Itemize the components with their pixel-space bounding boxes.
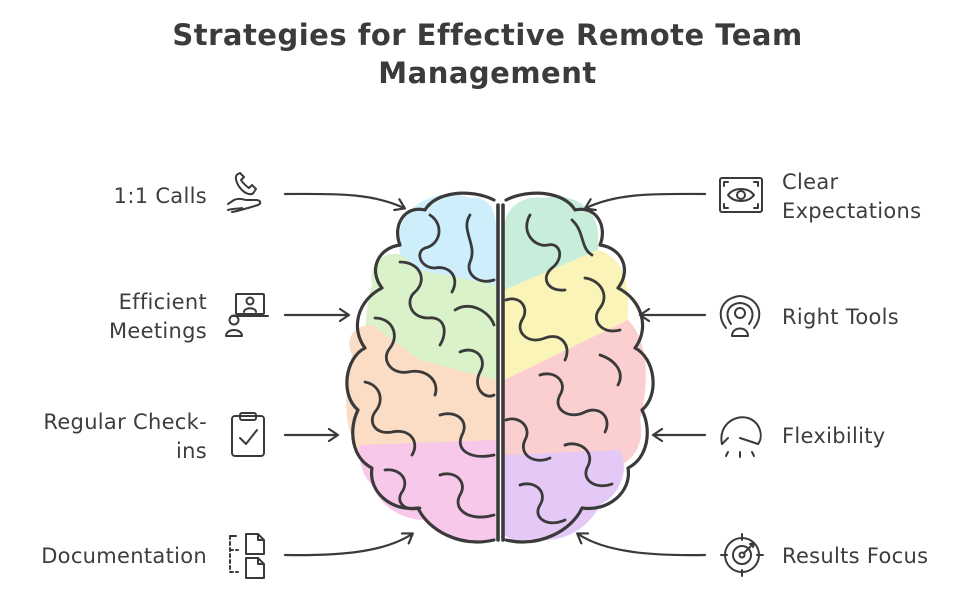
target-icon bbox=[720, 533, 764, 577]
title-line-1: Strategies for Effective Remote Team bbox=[172, 18, 803, 52]
documents-icon bbox=[229, 533, 265, 579]
broadcast-user-icon bbox=[719, 295, 761, 337]
page-title: Strategies for Effective Remote Team Man… bbox=[0, 16, 975, 92]
arrow-documentation bbox=[283, 534, 412, 557]
label-right-tools: Right Tools bbox=[782, 303, 899, 332]
region-purple bbox=[504, 450, 624, 543]
label-efficient-meetings: Efficient Meetings bbox=[109, 288, 207, 346]
title-line-2: Management bbox=[378, 56, 597, 90]
region-orange bbox=[346, 325, 496, 455]
label-text: Results Focus bbox=[782, 544, 929, 568]
label-text: Efficient bbox=[118, 290, 207, 314]
phone-hand-icon bbox=[227, 172, 262, 213]
arrows bbox=[283, 192, 707, 557]
arrow-clear-expectations bbox=[586, 192, 707, 208]
label-text: Clear bbox=[782, 170, 839, 194]
label-results-focus: Results Focus bbox=[782, 542, 928, 571]
region-pink bbox=[359, 440, 496, 544]
video-meeting-icon bbox=[225, 293, 269, 337]
label-clear-expectations: Clear Expectations bbox=[782, 168, 921, 226]
label-regular-check-ins: Regular Check- ins bbox=[43, 408, 207, 466]
region-red bbox=[504, 320, 646, 470]
label-text: ins bbox=[176, 439, 207, 463]
label-text: Right Tools bbox=[782, 305, 900, 329]
arrow-results-focus bbox=[578, 534, 707, 557]
label-text: Flexibility bbox=[782, 424, 886, 448]
gauge-icon bbox=[720, 416, 762, 458]
label-text: 1:1 Calls bbox=[113, 184, 207, 208]
clipboard-check-icon bbox=[231, 412, 265, 457]
label-1-1-calls: 1:1 Calls bbox=[114, 182, 207, 211]
label-text: Regular Check- bbox=[43, 410, 207, 434]
label-text: Documentation bbox=[41, 544, 207, 568]
left-hemisphere bbox=[346, 194, 496, 544]
label-documentation: Documentation bbox=[41, 542, 207, 571]
label-text: Meetings bbox=[108, 319, 207, 343]
eye-frame-icon bbox=[719, 177, 763, 213]
label-text: Expectations bbox=[782, 199, 922, 223]
arrow-1-1-calls bbox=[283, 192, 404, 208]
label-flexibility: Flexibility bbox=[782, 422, 886, 451]
